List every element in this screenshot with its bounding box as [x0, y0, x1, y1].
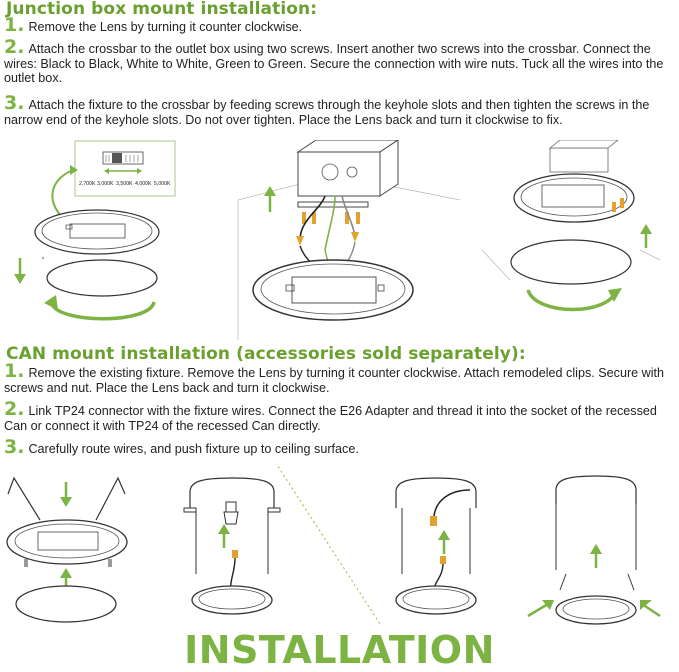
step-number: 1. — [4, 14, 25, 36]
step-text: Attach the crossbar to the outlet box us… — [4, 42, 664, 85]
arrow-icon — [70, 165, 78, 175]
step-text: Remove the Lens by turning it counter cl… — [28, 20, 303, 34]
fixture-crossbar-wiring — [237, 140, 461, 340]
can-mount-illustrations — [6, 464, 661, 625]
rotate-arrow-icon — [44, 295, 58, 310]
fixture-lens-replace — [481, 140, 661, 312]
step-number: 3. — [4, 92, 25, 114]
section-heading-can-mount: CAN mount installation (accessories sold… — [6, 344, 526, 364]
cct-label: 2,700K — [79, 181, 96, 187]
step-number: 2. — [4, 36, 25, 58]
step-2-can: 2.Link TP24 connector with the fixture w… — [4, 400, 676, 433]
rotate-arrow-icon — [608, 288, 622, 302]
step-number: 2. — [4, 398, 25, 420]
step-3-junction: 3.Attach the fixture to the crossbar by … — [4, 94, 676, 127]
fixture-push-up — [527, 475, 661, 625]
diagonal-arrow-icon — [641, 602, 661, 618]
step-text: Carefully route wires, and push fixture … — [28, 442, 359, 456]
step-2-junction: 2.Attach the crossbar to the outlet box … — [4, 38, 676, 86]
fixture-e26-adapter — [183, 477, 281, 615]
step-1-can: 1.Remove the existing fixture. Remove th… — [4, 362, 676, 395]
divider — [275, 464, 381, 625]
step-text: Attach the fixture to the crossbar by fe… — [4, 98, 650, 127]
step-1-junction: 1.Remove the Lens by turning it counter … — [4, 16, 676, 35]
junction-box-illustrations: 2,700K 3,000K 3,500K 4,000K 5,000K — [14, 140, 661, 340]
step-3-can: 3.Carefully route wires, and push fixtur… — [4, 438, 676, 457]
cct-switch-callout: 2,700K 3,000K 3,500K 4,000K 5,000K — [74, 140, 176, 197]
step-number: 1. — [4, 360, 25, 382]
cct-label: 5,000K — [154, 181, 171, 187]
cct-label: 4,000K — [135, 181, 152, 187]
fixture-clips — [6, 476, 128, 623]
step-number: 3. — [4, 436, 25, 458]
step-text: Link TP24 connector with the fixture wir… — [4, 404, 657, 433]
installation-title: INSTALLATION — [184, 628, 495, 672]
diagonal-arrow-icon — [527, 602, 549, 618]
section-heading-junction-box: Junction box mount installation: — [6, 0, 318, 19]
fixture-lens-removal — [14, 209, 160, 321]
cct-label: 3,500K — [116, 181, 133, 187]
step-text: Remove the existing fixture. Remove the … — [4, 366, 665, 395]
cct-label: 3,000K — [97, 181, 114, 187]
fixture-tp24 — [395, 477, 477, 615]
